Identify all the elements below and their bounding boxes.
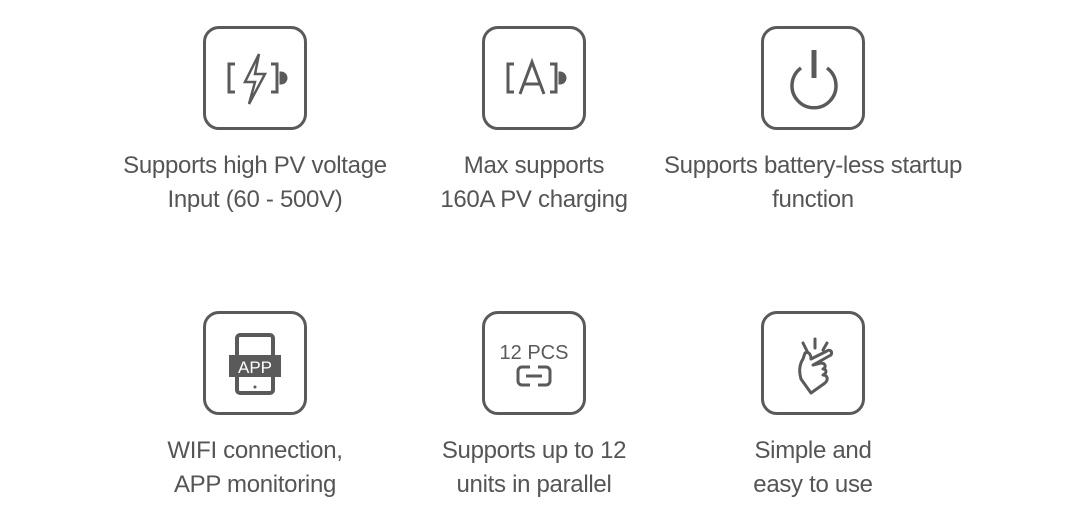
feature-line: APP monitoring [173, 471, 337, 498]
feature-line: units in parallel [456, 471, 612, 498]
feature-easy-use: Simple and easy to use [623, 311, 1003, 502]
power-icon [761, 26, 865, 130]
feature-line: 160A PV charging [440, 186, 628, 213]
feature-line: Supports high PV voltage [123, 152, 387, 179]
feature-line: function [772, 186, 854, 213]
tablet-app-icon: APP [203, 311, 307, 415]
feature-parallel-units: 12 PCS Supports up to 12 units in paralle… [344, 311, 724, 502]
feature-line: Supports up to 12 [441, 437, 627, 464]
feature-160a-charging: Max supports 160A PV charging [344, 26, 724, 217]
feature-line: Max supports [463, 152, 605, 179]
feature-wifi-app: APP WIFI connection, APP monitoring [65, 311, 445, 502]
feature-line: Supports battery-less startup [663, 152, 963, 179]
feature-batteryless-startup: Supports battery-less startup function [623, 26, 1003, 217]
battery-ampere-icon [482, 26, 586, 130]
battery-bolt-icon [203, 26, 307, 130]
feature-line: WIFI connection, [167, 437, 343, 464]
feature-line: Simple and [754, 437, 872, 464]
pcs-label: 12 PCS [500, 342, 569, 364]
feature-line: easy to use [753, 471, 873, 498]
feature-line: Input (60 - 500V) [167, 186, 343, 213]
hand-snap-icon [761, 311, 865, 415]
parallel-link-icon: 12 PCS [482, 311, 586, 415]
app-label: APP [238, 358, 272, 377]
